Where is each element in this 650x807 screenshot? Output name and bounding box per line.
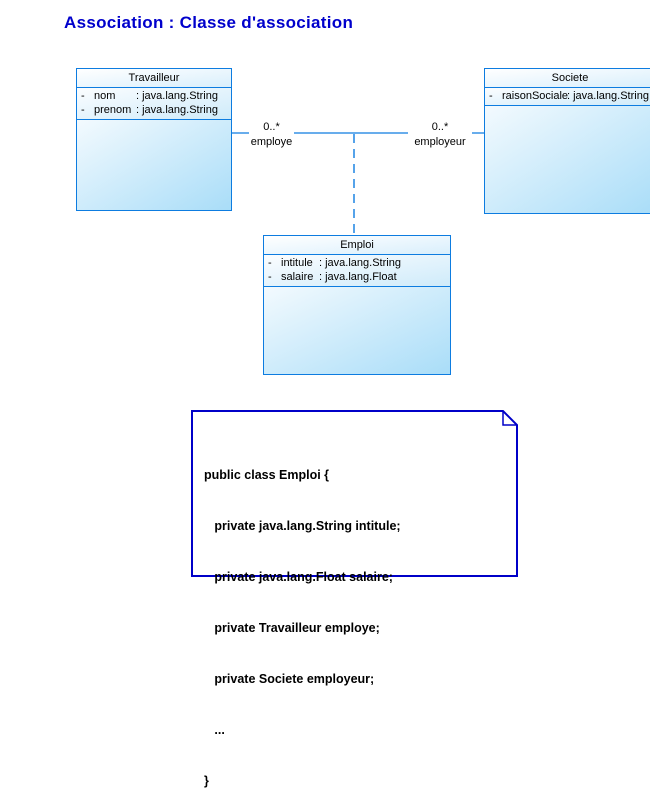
visibility-marker: -	[268, 271, 272, 283]
class-box-societe[interactable]: Societe - raisonSociale : java.lang.Stri…	[484, 68, 650, 214]
role-name-right: employeur	[414, 136, 466, 148]
class-box-travailleur[interactable]: Travailleur - nom : java.lang.String - p…	[76, 68, 232, 211]
visibility-marker: -	[81, 90, 85, 102]
code-line: private Societe employeur;	[204, 672, 375, 686]
code-line: public class Emploi {	[204, 468, 330, 482]
attribute-name: intitule	[281, 257, 313, 269]
visibility-marker: -	[81, 104, 85, 116]
role-name-left: employe	[250, 136, 293, 148]
note-code-block: public class Emploi { private java.lang.…	[204, 433, 401, 807]
code-line: private java.lang.Float salaire;	[204, 570, 393, 584]
multiplicity-right: 0..*	[408, 120, 472, 135]
class-name-emploi: Emploi	[264, 236, 450, 255]
multiplicity-left: 0..*	[249, 120, 294, 135]
code-line: }	[204, 774, 209, 788]
attribute-type: : java.lang.String	[136, 104, 218, 116]
attribute-name: salaire	[281, 271, 314, 283]
attributes-compartment: - raisonSociale : java.lang.String	[485, 88, 650, 106]
class-name-societe: Societe	[485, 69, 650, 88]
operations-compartment-empty	[264, 287, 450, 374]
operations-compartment-empty	[77, 120, 231, 210]
code-line: private java.lang.String intitule;	[204, 519, 401, 533]
attribute-row: - salaire : java.lang.Float	[264, 270, 450, 284]
note-fold-corner	[502, 412, 516, 426]
attribute-type: : java.lang.String	[567, 90, 649, 102]
attribute-type: : java.lang.String	[319, 257, 401, 269]
attributes-compartment: - intitule : java.lang.String - salaire …	[264, 255, 450, 287]
code-line: ...	[204, 723, 225, 737]
note-shape[interactable]	[191, 410, 519, 578]
code-line: private Travailleur employe;	[204, 621, 380, 635]
attribute-name: raisonSociale	[502, 90, 569, 102]
attribute-name: nom	[94, 90, 116, 102]
note-outline	[191, 410, 518, 577]
attribute-type: : java.lang.Float	[319, 271, 397, 283]
page-title: Association : Classe d'association	[64, 13, 354, 32]
class-name-travailleur: Travailleur	[77, 69, 231, 88]
attribute-row: - raisonSociale : java.lang.String	[485, 89, 650, 103]
attribute-row: - nom : java.lang.String	[77, 89, 231, 103]
attributes-compartment: - nom : java.lang.String - prenom : java…	[77, 88, 231, 120]
attribute-type: : java.lang.String	[136, 90, 218, 102]
attribute-name: prenom	[94, 104, 132, 116]
attribute-row: - prenom : java.lang.String	[77, 103, 231, 117]
class-box-emploi[interactable]: Emploi - intitule : java.lang.String - s…	[263, 235, 451, 375]
visibility-marker: -	[489, 90, 493, 102]
visibility-marker: -	[268, 257, 272, 269]
attribute-row: - intitule : java.lang.String	[264, 256, 450, 270]
operations-compartment-empty	[485, 106, 650, 213]
